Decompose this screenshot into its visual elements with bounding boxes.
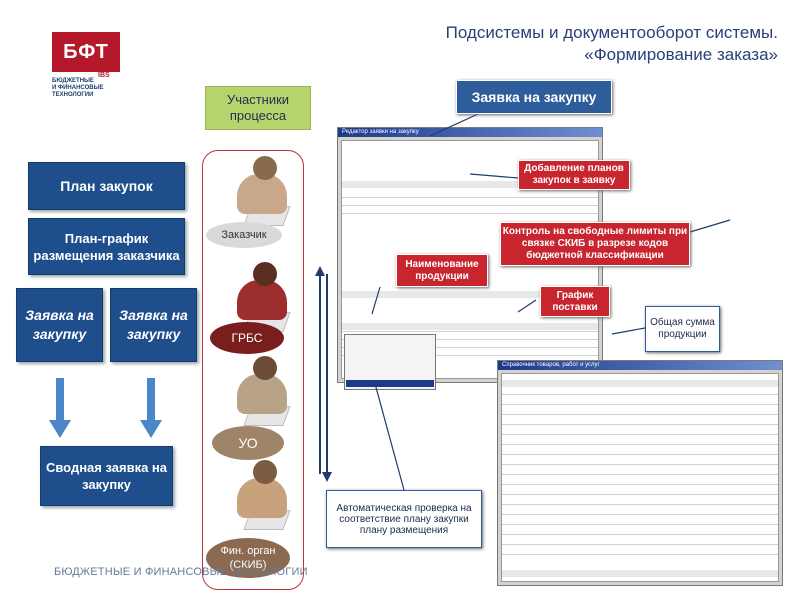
bft-logo: БФТ IBS БЮДЖЕТНЫЕ И ФИНАНСОВЫЕ ТЕХНОЛОГИ… bbox=[52, 32, 120, 102]
callout-total: Общая сумма продукции bbox=[645, 306, 720, 352]
participants-header: Участники процесса bbox=[205, 86, 311, 130]
window-body bbox=[501, 373, 779, 582]
summary-box: Сводная заявка на закупку bbox=[40, 446, 173, 506]
callout-auto-check: Автоматическая проверка на соответствие … bbox=[326, 490, 482, 548]
context-menu[interactable] bbox=[344, 334, 436, 390]
person-icon bbox=[233, 454, 293, 534]
window-title: Справочник товаров, работ и услуг bbox=[498, 361, 782, 370]
participants-column bbox=[202, 150, 304, 590]
arrow-down-icon bbox=[49, 378, 71, 438]
arrow-up-icon bbox=[315, 266, 325, 276]
logo-mark: БФТ bbox=[52, 32, 120, 72]
flow-line-up bbox=[319, 274, 321, 474]
title-line-1: Подсистемы и документооборот системы. bbox=[445, 23, 778, 42]
person-icon bbox=[233, 150, 293, 230]
person-icon bbox=[233, 256, 293, 336]
role-grbs: ГРБС bbox=[210, 322, 284, 354]
callout-add-plans: Добавление планов закупок в заявку bbox=[518, 160, 630, 190]
zayavka-box-1: Заявка на закупку bbox=[16, 288, 103, 362]
logo-text-line: БЮДЖЕТНЫЕ bbox=[52, 78, 94, 84]
plan-box: План закупок bbox=[28, 162, 185, 210]
footer-text: БЮДЖЕТНЫЕ И ФИНАНСОВЫЕ ТЕХНОЛОГИИ bbox=[54, 566, 308, 578]
arrow-down-icon bbox=[140, 378, 162, 438]
logo-ibs: IBS bbox=[98, 72, 110, 79]
role-fin: Фин. орган (СКИБ) bbox=[206, 538, 290, 578]
person-icon bbox=[233, 350, 293, 430]
callout-zayavka: Заявка на закупку bbox=[456, 80, 612, 114]
window-title: Редактор заявки на закупку bbox=[338, 128, 602, 137]
role-customer: Заказчик bbox=[206, 222, 282, 248]
zayavka-box-2: Заявка на закупку bbox=[110, 288, 197, 362]
callout-limits: Контроль на свободные лимиты при связке … bbox=[500, 222, 690, 266]
callout-schedule: График поставки bbox=[540, 286, 610, 317]
arrow-down-icon bbox=[322, 472, 332, 482]
logo-text: БЮДЖЕТНЫЕ И ФИНАНСОВЫЕ ТЕХНОЛОГИИ bbox=[52, 78, 132, 99]
logo-text-line: ТЕХНОЛОГИИ bbox=[52, 92, 94, 98]
role-uo: УО bbox=[212, 426, 284, 460]
logo-text-line: И ФИНАНСОВЫЕ bbox=[52, 85, 104, 91]
grafik-box: План-график размещения заказчика bbox=[28, 218, 185, 275]
title-line-2: «Формирование заказа» bbox=[584, 45, 778, 64]
page-title: Подсистемы и документооборот системы. «Ф… bbox=[348, 22, 778, 66]
goods-directory-window[interactable]: Справочник товаров, работ и услуг bbox=[497, 360, 783, 586]
flow-line-down bbox=[326, 274, 328, 474]
callout-product-name: Наименование продукции bbox=[396, 254, 488, 287]
